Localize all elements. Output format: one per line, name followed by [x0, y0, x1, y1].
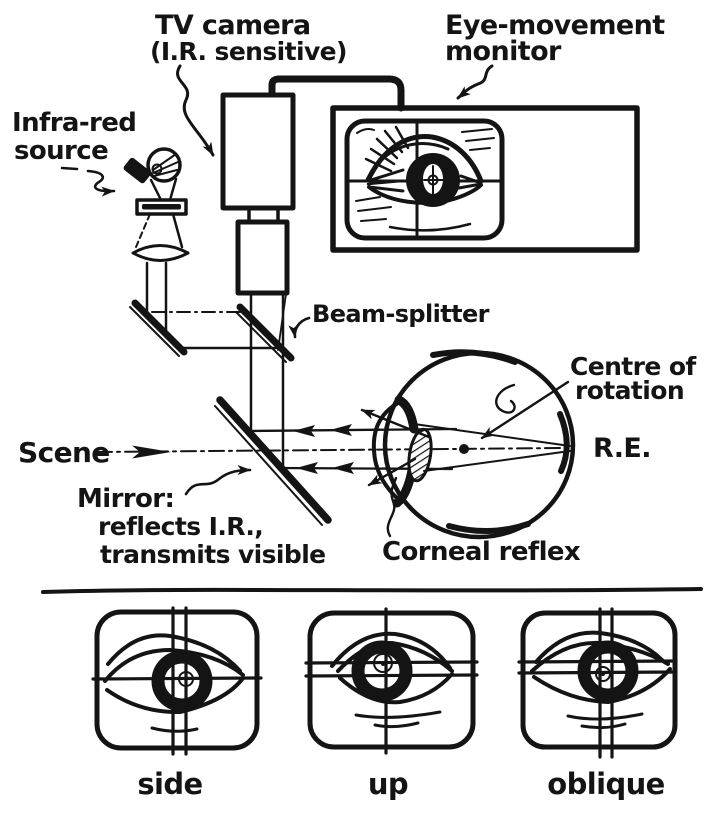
label-monitor: monitor [445, 36, 562, 67]
bulb-socket [123, 157, 151, 184]
beam-splitter-pointer [288, 316, 311, 339]
beam-splitter [235, 303, 295, 363]
label-corneal-reflex: Corneal reflex [382, 537, 581, 567]
monitor-pointer [456, 64, 494, 100]
iris-upper [394, 395, 419, 434]
ir-source-pointer [86, 169, 116, 197]
label-panel-oblique: oblique [547, 767, 664, 801]
label-infra-red: Infra-red [12, 108, 136, 138]
label-eye-movement: Eye-movement [445, 10, 665, 41]
leader-arrows [60, 64, 570, 538]
panel-oblique [517, 607, 678, 759]
condenser-lens [131, 244, 190, 262]
label-mirror-line2: reflects I.R., [98, 512, 263, 541]
video-cable [268, 75, 405, 112]
label-panel-up: up [368, 767, 408, 801]
camera-lens-barrel [235, 219, 290, 296]
ir-filter-plate [135, 198, 188, 216]
bulb-glass [146, 147, 182, 183]
centre-pointer-curl [495, 383, 516, 414]
panel-side [91, 606, 263, 756]
section-divider [41, 587, 703, 594]
label-scene: Scene [18, 436, 110, 469]
labels: TV camera (I.R. sensitive) Eye-movement … [12, 10, 698, 801]
optical-beam-paths [96, 261, 567, 474]
label-rotation: rotation [575, 376, 684, 405]
monitor-cabinet [330, 105, 640, 253]
scene-axis [96, 447, 567, 453]
label-beam-splitter: Beam-splitter [312, 300, 490, 328]
screen-eye-image [355, 125, 495, 232]
eye-movement-monitor [330, 105, 640, 253]
label-centre-of: Centre of [570, 352, 697, 381]
label-tv-camera: TV camera [155, 10, 311, 41]
monitor-screen [344, 118, 505, 241]
centre-of-rotation-pointer [480, 380, 570, 440]
tv-camera-pointer [176, 64, 215, 157]
corneal-reflex-pointer [386, 476, 398, 538]
mirror-1 [129, 299, 188, 357]
label-panel-side: side [137, 767, 202, 801]
iris [351, 640, 413, 702]
mirror-pointer [184, 465, 252, 496]
corneal-reflex-highlight [407, 427, 433, 483]
label-mirror: Mirror: [77, 484, 174, 514]
tv-camera-body [220, 92, 296, 296]
iris [151, 650, 213, 712]
label-mirror-line3: transmits visible [100, 540, 326, 569]
label-right-eye: R.E. [593, 433, 651, 464]
label-ir-sensitive: (I.R. sensitive) [150, 37, 347, 66]
cornea [371, 401, 401, 502]
label-source: source [14, 136, 108, 166]
centre-of-rotation-dot [459, 444, 469, 454]
panel-up [304, 607, 479, 755]
scene-arrowhead [132, 445, 171, 459]
schematic-eye [360, 349, 576, 540]
dichroic-mirror [214, 396, 332, 526]
infra-red-source-assembly [123, 147, 190, 262]
